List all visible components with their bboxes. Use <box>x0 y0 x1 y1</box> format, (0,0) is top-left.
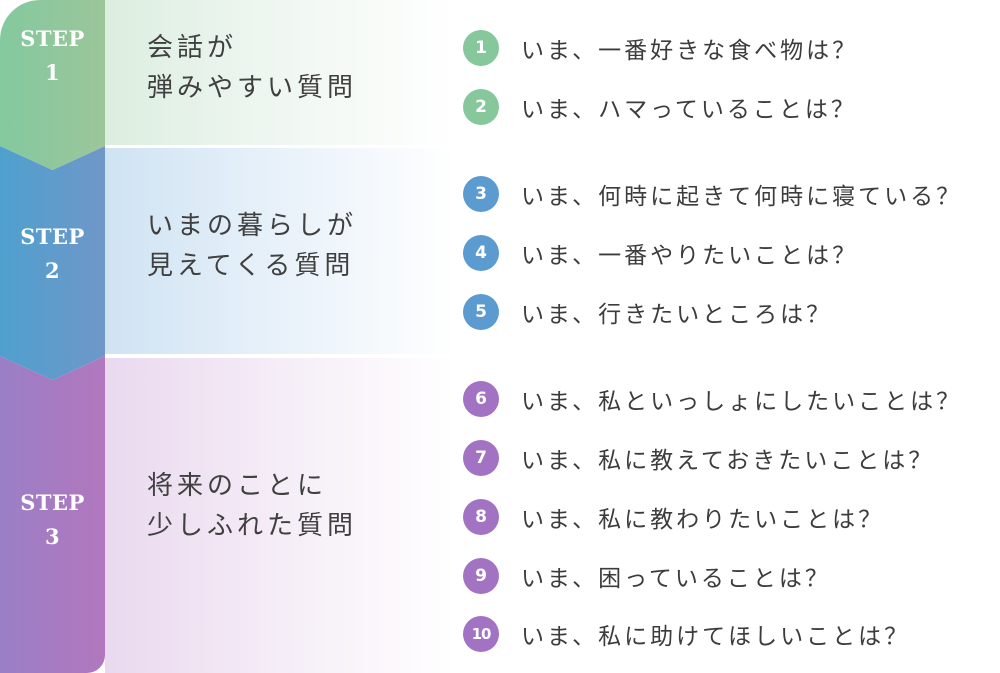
step-1-heading: 会話が 弾みやすい質問 <box>147 28 357 108</box>
step-3-label: STEP <box>20 489 85 515</box>
question-text: いま、私に助けてほしいことは？ <box>521 624 911 650</box>
question-text: いま、困っていることは？ <box>521 566 831 592</box>
step-2-heading-line-2: 見えてくる質問 <box>147 251 355 281</box>
question-item: 4 いま、一番やりたいことは？ <box>463 233 858 273</box>
step-1-label: STEP <box>20 26 85 51</box>
question-text: いま、一番好きな食べ物は？ <box>521 38 859 64</box>
question-item: 7 いま、私に教えておきたいことは？ <box>463 438 934 478</box>
step-2-heading-line-1: いまの暮らしが <box>147 211 358 241</box>
step-2-number: 2 <box>44 258 61 283</box>
step-1-heading-band: 会話が 弾みやすい質問 <box>105 0 455 145</box>
step-3-heading: 将来のことに 少しふれた質問 <box>147 466 357 546</box>
number-badge: 1 <box>463 30 499 66</box>
question-text: いま、何時に起きて何時に寝ている？ <box>521 184 963 210</box>
number-badge: 7 <box>463 440 499 476</box>
question-text: いま、私に教えておきたいことは？ <box>521 448 935 474</box>
step-3-number: 3 <box>44 523 61 549</box>
question-text: いま、私に教わりたいことは？ <box>521 507 885 533</box>
step-2-heading-band: いまの暮らしが 見えてくる質問 <box>105 148 455 354</box>
step-2-label: STEP <box>20 224 85 249</box>
question-text: いま、ハマっていることは？ <box>521 97 857 123</box>
step-1-heading-line-2: 弾みやすい質問 <box>147 73 358 103</box>
step-1-heading-line-1: 会話が <box>147 33 238 63</box>
question-item: 3 いま、何時に起きて何時に寝ている？ <box>463 174 962 214</box>
question-text: いま、一番やりたいことは？ <box>521 243 859 269</box>
step-3-heading-band: 将来のことに 少しふれた質問 <box>105 358 455 673</box>
question-text: いま、行きたいところは？ <box>521 302 833 328</box>
number-badge: 10 <box>463 616 499 652</box>
number-badge: 2 <box>463 89 499 125</box>
number-badge: 4 <box>463 235 499 271</box>
question-item: 9 いま、困っていることは？ <box>463 556 831 596</box>
question-item: 6 いま、私といっしょにしたいことは？ <box>463 379 962 419</box>
number-badge: 8 <box>463 499 499 535</box>
question-item: 5 いま、行きたいところは？ <box>463 292 832 332</box>
number-badge: 6 <box>463 381 499 417</box>
step-3-heading-line-1: 将来のことに <box>147 471 328 501</box>
step-2-heading: いまの暮らしが 見えてくる質問 <box>147 206 357 286</box>
question-text: いま、私といっしょにしたいことは？ <box>521 389 963 415</box>
step-2-tab: STEP 2 <box>0 146 105 380</box>
number-badge: 3 <box>463 176 499 212</box>
question-item: 8 いま、私に教わりたいことは？ <box>463 497 884 537</box>
step-1-tab: STEP 1 <box>0 0 105 170</box>
step-1-number: 1 <box>44 60 61 85</box>
question-item: 1 いま、一番好きな食べ物は？ <box>463 28 858 68</box>
question-item: 2 いま、ハマっていることは？ <box>463 87 857 127</box>
number-badge: 9 <box>463 558 499 594</box>
question-item: 10 いま、私に助けてほしいことは？ <box>463 614 910 654</box>
step-3-heading-line-2: 少しふれた質問 <box>147 511 358 541</box>
step-3-tab: STEP 3 <box>0 356 105 673</box>
number-badge: 5 <box>463 294 499 330</box>
